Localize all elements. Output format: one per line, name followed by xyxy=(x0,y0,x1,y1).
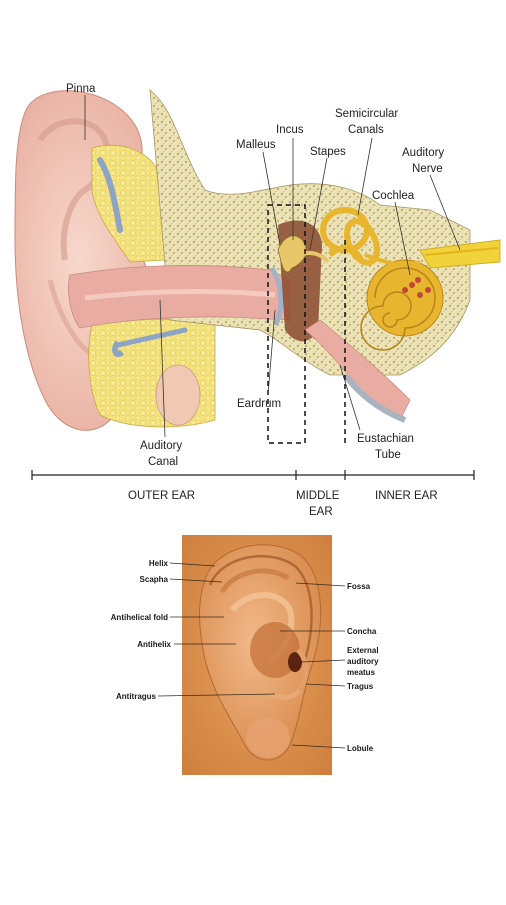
outer-ear-label: OUTER EAR xyxy=(128,490,195,502)
stapes-label: Stapes xyxy=(310,146,346,158)
meatus-label-2: auditory xyxy=(347,657,379,666)
external-ear-illustration xyxy=(182,535,332,775)
inner-ear-organs xyxy=(320,207,444,351)
bottom-leaders xyxy=(157,562,346,749)
incus-label: Incus xyxy=(276,124,304,136)
middle-ear-label-2: EAR xyxy=(309,506,333,518)
tragus-label: Tragus xyxy=(347,682,374,691)
concha-label: Concha xyxy=(347,627,377,636)
meatus-label-1: External xyxy=(347,646,379,655)
antihelical-fold-label: Antihelical fold xyxy=(111,613,168,622)
fossa-label: Fossa xyxy=(347,582,371,591)
eardrum-shape xyxy=(269,266,284,326)
semicircular-label-1: Semicircular xyxy=(335,108,398,120)
concha-shape xyxy=(250,622,300,678)
auditory-canal-shape xyxy=(68,265,291,329)
section-scale: OUTER EAR MIDDLE EAR INNER EAR xyxy=(31,470,475,518)
antihelix-label: Antihelix xyxy=(137,640,171,649)
eustachian-label-2: Tube xyxy=(375,449,401,461)
auditory-canal-label-1: Auditory xyxy=(140,440,182,452)
cross-section-illustration xyxy=(14,89,501,444)
pinna-label: Pinna xyxy=(66,83,96,95)
eustachian-tube-shape xyxy=(304,319,411,421)
auditory-canal-label-2: Canal xyxy=(148,456,178,468)
middle-ear-label-1: MIDDLE xyxy=(296,490,340,502)
lobule-label: Lobule xyxy=(347,744,374,753)
antitragus-label: Antitragus xyxy=(116,692,157,701)
eustachian-label-1: Eustachian xyxy=(357,433,414,445)
eardrum-label: Eardrum xyxy=(237,398,281,410)
inner-ear-label: INNER EAR xyxy=(375,490,438,502)
auditory-nerve-label-2: Nerve xyxy=(412,163,443,175)
cochlea-label: Cochlea xyxy=(372,190,415,202)
bottom-labels: Helix Scapha Antihelical fold Antihelix … xyxy=(111,559,379,753)
auditory-nerve-shape xyxy=(419,239,501,269)
meatus-label-3: meatus xyxy=(347,668,376,677)
auditory-nerve-label-1: Auditory xyxy=(402,147,444,159)
top-leaders xyxy=(84,95,461,438)
middle-ear-box xyxy=(267,204,306,444)
helix-label: Helix xyxy=(149,559,169,568)
malleus-label: Malleus xyxy=(236,139,276,151)
top-labels: Pinna Incus Malleus Stapes Semicircular … xyxy=(66,83,444,468)
scapha-label: Scapha xyxy=(140,575,169,584)
semicircular-label-2: Canals xyxy=(348,124,384,136)
upper-tissue xyxy=(91,144,166,263)
